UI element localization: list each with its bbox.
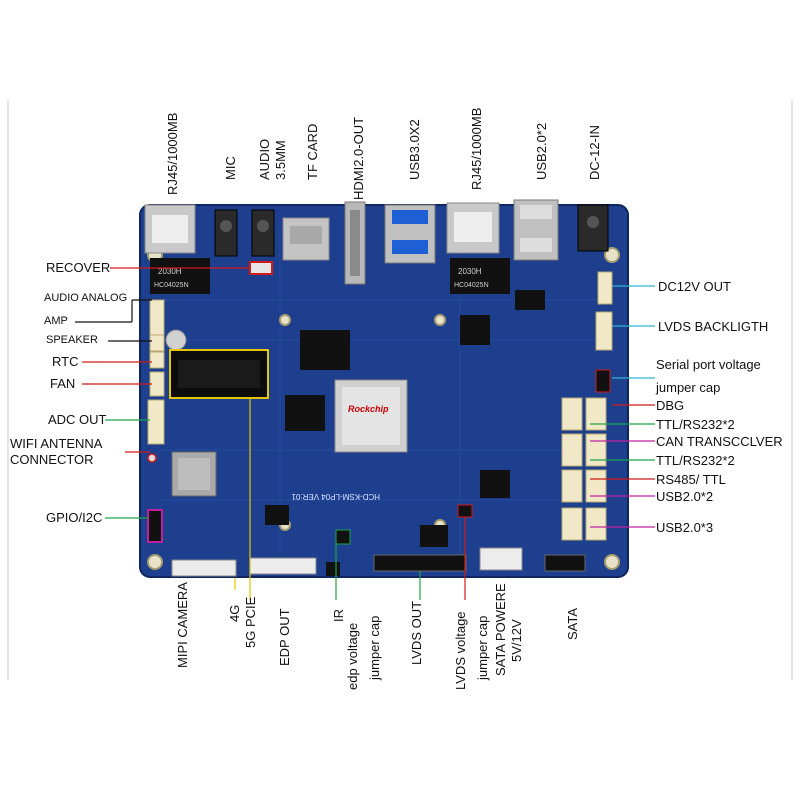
audio-jack bbox=[251, 209, 275, 257]
label-lvds-out: LVDS OUT bbox=[409, 600, 424, 665]
label-can: CAN TRANSCCLVER bbox=[656, 434, 783, 449]
label-lvds-jumper: jumper cap bbox=[475, 615, 490, 680]
label-dc-in: DC-12-IN bbox=[587, 125, 602, 180]
board-marking: HCD-KSM-LP04 VER:01 bbox=[291, 492, 380, 501]
label-usb2-top: USB2.0*2 bbox=[534, 122, 549, 180]
magnetics-right-marking-b: HC04025N bbox=[454, 282, 489, 289]
label-ttl-rs232-2: TTL/RS232*2 bbox=[656, 453, 735, 468]
label-wifi-antenna: WIFI ANTENNA bbox=[10, 436, 103, 451]
label-hdmi-out: HDMI2.0-OUT bbox=[351, 116, 366, 200]
gpio-header bbox=[147, 509, 163, 543]
mipi-camera-connector bbox=[171, 559, 237, 577]
label-lvds-voltage: LVDS voltage bbox=[453, 611, 468, 690]
label-4g: 4G bbox=[227, 604, 242, 622]
emmc-chip bbox=[285, 395, 325, 431]
ic-3 bbox=[420, 525, 448, 547]
sata-connector bbox=[544, 554, 586, 572]
label-rj45-right: RJ45/1000MB bbox=[469, 107, 484, 190]
audio-amp-header bbox=[149, 299, 165, 339]
sata-power-connector bbox=[479, 547, 523, 571]
label-rj45-left: RJ45/1000MB bbox=[165, 112, 180, 195]
label-rs485: RS485/ TTL bbox=[656, 472, 726, 487]
label-audio-size: 3.5MM bbox=[273, 140, 288, 180]
speaker-header bbox=[149, 334, 165, 352]
label-sata-power: SATA POWERE bbox=[493, 583, 508, 676]
right-side-headers bbox=[561, 271, 613, 541]
label-dc12v-out: DC12V OUT bbox=[658, 279, 731, 294]
label-connector: CONNECTOR bbox=[10, 452, 94, 467]
label-rtc: RTC bbox=[52, 354, 79, 369]
edp-jumper bbox=[335, 529, 351, 545]
label-audio: AUDIO bbox=[257, 138, 272, 180]
label-amp: AMP bbox=[44, 315, 68, 327]
lvds-jumper bbox=[457, 504, 473, 518]
label-5g-pcie: 5G PCIE bbox=[243, 596, 258, 648]
label-usb2-x2: USB2.0*2 bbox=[656, 489, 714, 504]
label-speaker: SPEAKER bbox=[46, 334, 98, 346]
label-edp-voltage: edp voltage bbox=[345, 622, 360, 690]
label-sata: SATA bbox=[565, 607, 580, 640]
label-mipi-camera: MIPI CAMERA bbox=[175, 582, 190, 668]
label-recover: RECOVER bbox=[46, 260, 111, 275]
mic-jack bbox=[214, 209, 238, 257]
adc-header bbox=[147, 399, 165, 445]
label-edp-jumper: jumper cap bbox=[367, 615, 382, 680]
ic-2 bbox=[480, 470, 510, 498]
magnetics-left bbox=[150, 258, 210, 294]
label-lvds-backlight: LVDS BACKLIGTH bbox=[658, 319, 769, 334]
lvds-connector bbox=[373, 554, 467, 572]
magnetics-left-marking-a: 2030H bbox=[158, 267, 182, 276]
label-usb3: USB3.0X2 bbox=[407, 119, 422, 180]
label-sata-voltage: 5V/12V bbox=[509, 619, 524, 662]
ic-1 bbox=[460, 315, 490, 345]
ram-chip bbox=[300, 330, 350, 370]
label-edp-out: EDP OUT bbox=[277, 608, 292, 666]
label-usb2-x3: USB2.0*3 bbox=[656, 520, 714, 535]
edp-connector bbox=[249, 557, 317, 575]
label-serial-voltage: Serial port voltage bbox=[656, 357, 761, 372]
label-tf-card: TF CARD bbox=[305, 123, 320, 180]
label-dbg: DBG bbox=[656, 398, 685, 413]
label-gpio-i2c: GPIO/I2C bbox=[46, 510, 103, 525]
capacitor bbox=[165, 329, 187, 351]
wifi-antenna-connector bbox=[147, 453, 157, 463]
label-adc-out: ADC OUT bbox=[48, 412, 107, 427]
magnetics-right bbox=[450, 258, 510, 294]
label-ir: IR bbox=[331, 609, 346, 622]
label-mic: MIC bbox=[223, 156, 238, 180]
recover-button bbox=[249, 261, 273, 275]
ic-4 bbox=[265, 505, 289, 525]
magnetics-right-marking-a: 2030H bbox=[458, 267, 482, 276]
ir-receiver bbox=[326, 562, 340, 576]
label-audio-analog: AUDIO ANALOG bbox=[44, 292, 128, 304]
soc-brand-label: Rockchip bbox=[348, 404, 389, 414]
label-fan: FAN bbox=[50, 376, 76, 391]
leader-lines bbox=[75, 267, 655, 600]
magnetics-left-marking-b: HC04025N bbox=[154, 282, 189, 289]
label-ttl-rs232-1: TTL/RS232*2 bbox=[656, 417, 735, 432]
rtc-header bbox=[149, 351, 165, 369]
label-serial-jumper: jumper cap bbox=[656, 380, 721, 395]
ic-5 bbox=[515, 290, 545, 310]
fan-header bbox=[149, 371, 165, 397]
